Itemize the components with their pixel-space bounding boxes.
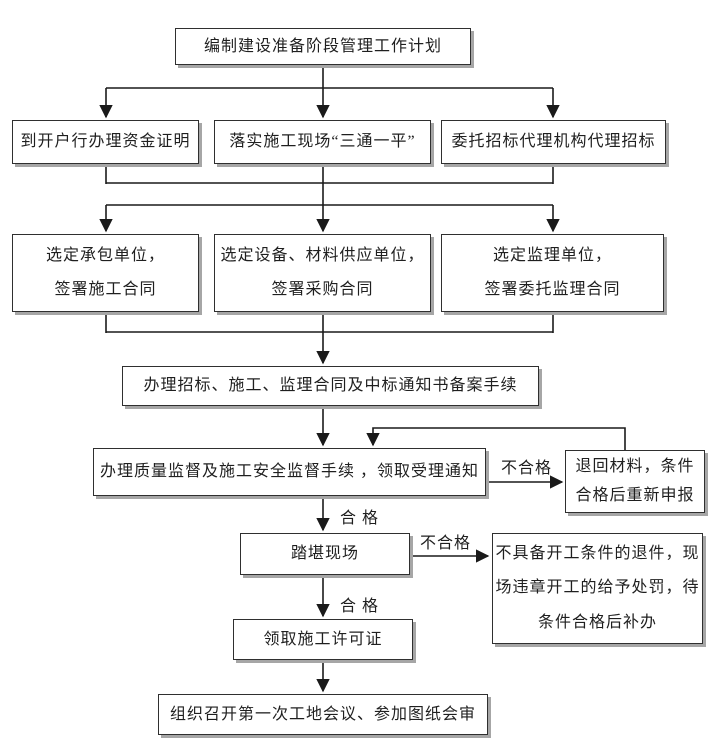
node-filing-label: 办理招标、施工、监理合同及中标通知书备案手续 <box>143 377 518 394</box>
node-site-visit-label: 踏堪现场 <box>290 545 359 562</box>
node-site-visit: 踏堪现场 <box>240 533 410 575</box>
label-unqualified-1: 不合格 <box>501 460 553 477</box>
connector-return-feedback <box>366 427 626 450</box>
node-quality-check-label: 办理质量监督及施工安全监督手续 ，领取受理通知 <box>99 463 479 480</box>
node-plan-label: 编制建设准备阶段管理工作计划 <box>203 37 442 55</box>
node-quality-check: 办理质量监督及施工安全监督手续 ，领取受理通知 <box>93 448 486 496</box>
node-plan: 编制建设准备阶段管理工作计划 <box>175 28 471 65</box>
label-unqualified-2: 不合格 <box>420 535 472 552</box>
node-supplier-line2: 签署采购合同 <box>271 281 374 298</box>
node-supervision-unit-line2: 签署委托监理合同 <box>484 281 621 298</box>
node-permit-label: 领取施工许可证 <box>263 630 383 648</box>
label-qualified-2: 合 格 <box>340 598 380 615</box>
label-qualified-1: 合 格 <box>340 510 380 527</box>
node-contractor-line2: 签署施工合同 <box>54 281 157 298</box>
node-supervision-unit-line1: 选定监理单位， <box>492 246 612 264</box>
node-return-materials-line2: 合格后重新申报 <box>575 486 695 504</box>
node-fund-proof-label: 到开户行办理资金证明 <box>20 133 191 150</box>
node-first-meeting: 组织召开第一次工地会议、参加图纸会审 <box>158 694 488 735</box>
node-reject-handling-line3: 条件合格后补办 <box>537 613 657 631</box>
node-reject-handling-line1: 不具备开工条件的退件，现 <box>495 544 700 562</box>
node-first-meeting-label: 组织召开第一次工地会议、参加图纸会审 <box>169 705 476 723</box>
node-return-materials-line1: 退回材料，条件 <box>575 457 695 475</box>
node-site-ready-label: 落实施工现场“三通一平” <box>229 133 416 150</box>
node-supplier-line1: 选定设备、材料供应单位， <box>220 246 425 264</box>
node-supplier: 选定设备、材料供应单位， 签署采购合同 <box>214 234 431 312</box>
node-supervision-unit: 选定监理单位， 签署委托监理合同 <box>441 234 664 312</box>
node-reject-handling: 不具备开工条件的退件，现 场违章开工的给予处罚，待 条件合格后补办 <box>492 533 703 644</box>
node-bid-agency-label: 委托招标代理机构代理招标 <box>451 133 656 150</box>
node-fund-proof: 到开户行办理资金证明 <box>12 120 199 164</box>
node-permit: 领取施工许可证 <box>233 619 413 660</box>
node-return-materials: 退回材料，条件 合格后重新申报 <box>565 450 705 513</box>
node-contractor-line1: 选定承包单位， <box>45 246 165 264</box>
node-contractor: 选定承包单位， 签署施工合同 <box>12 234 199 312</box>
node-site-ready: 落实施工现场“三通一平” <box>214 120 431 164</box>
node-filing: 办理招标、施工、监理合同及中标通知书备案手续 <box>122 366 539 406</box>
node-reject-handling-line2: 场违章开工的给予处罚，待 <box>495 579 700 597</box>
node-bid-agency: 委托招标代理机构代理招标 <box>441 120 666 164</box>
